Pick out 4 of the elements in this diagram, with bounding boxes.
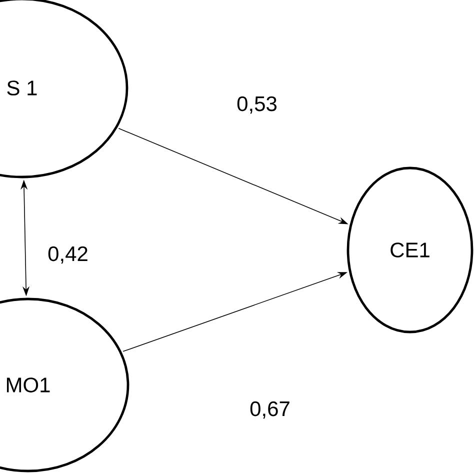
ellipse-node: CE1 [346, 166, 474, 334]
edge-label: 0,42 [46, 245, 90, 265]
edge-label: 0,67 [248, 400, 292, 420]
edge-label: 0,53 [236, 95, 278, 115]
